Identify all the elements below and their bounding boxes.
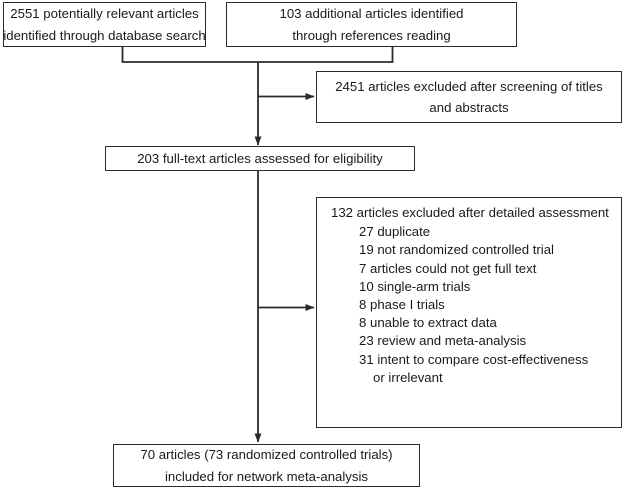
excluded-detailed-heading: 132 articles excluded after detailed ass…	[331, 205, 609, 220]
excluded-reason-item: 23 review and meta-analysis	[359, 333, 527, 349]
final-included-line-2: included for network meta-analysis	[164, 468, 369, 484]
excluded-reason-item: 27 duplicate	[359, 224, 431, 240]
excluded-screening-line-2: and abstracts	[429, 100, 509, 115]
references-reading-line-2: through references reading	[292, 27, 451, 43]
merge-bracket	[121, 47, 394, 63]
final-included-line-1: 70 articles (73 randomized controlled tr…	[140, 447, 393, 463]
node-references-reading: 103 additional articles identified throu…	[226, 2, 517, 47]
node-final-included: 70 articles (73 randomized controlled tr…	[113, 444, 420, 487]
excluded-screening-line-1: 2451 articles excluded after screening o…	[335, 78, 603, 94]
excluded-reason-item: 8 unable to extract data	[359, 315, 497, 331]
node-eligibility: 203 full-text articles assessed for elig…	[105, 146, 415, 171]
excluded-reason-item: 10 single-arm trials	[359, 278, 471, 294]
node-excluded-detailed: 132 articles excluded after detailed ass…	[316, 197, 622, 428]
excluded-reason-item: 8 phase I trials	[359, 297, 445, 313]
excluded-reason-item: 19 not randomized controlled trial	[359, 242, 554, 258]
node-database-search: 2551 potentially relevant articles ident…	[3, 2, 206, 47]
references-reading-line-1: 103 additional articles identified	[279, 6, 464, 22]
database-search-line-1: 2551 potentially relevant articles	[10, 6, 199, 22]
excluded-reason-item: 31 intent to compare cost-effectiveness	[359, 351, 589, 367]
eligibility-line-1: 203 full-text articles assessed for elig…	[137, 150, 383, 166]
database-search-line-2: identified through database search	[3, 27, 206, 43]
node-excluded-screening: 2451 articles excluded after screening o…	[316, 71, 622, 123]
excluded-reason-item: 7 articles could not get full text	[359, 260, 537, 276]
excluded-reason-continuation: or irrelevant	[373, 369, 443, 385]
